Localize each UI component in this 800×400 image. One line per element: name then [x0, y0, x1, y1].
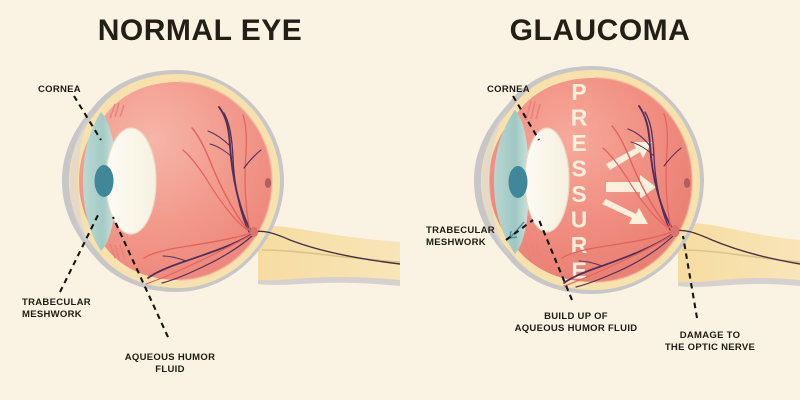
pressure-arrow-down-right [602, 199, 648, 224]
pupil [94, 165, 114, 197]
panel-glaucoma: GLAUCOMA [400, 0, 800, 400]
lens [524, 127, 570, 233]
optic-nerve [258, 225, 400, 286]
pupil [508, 166, 528, 198]
leader-aqueous-humor-fluid [538, 219, 573, 301]
leader-lines [59, 95, 169, 338]
optic-nerve [678, 223, 800, 287]
label-damage-to-optic-nerve: DAMAGE TO THE OPTIC NERVE [664, 330, 756, 353]
label-build-up-aqueous-humor-fluid: BUILD UP OF AQUEOUS HUMOR FLUID [514, 311, 638, 334]
label-cornea-glaucoma: CORNEA [487, 84, 530, 95]
leader-aqueous-humor-fluid [112, 216, 169, 338]
panel-title-glaucoma: GLAUCOMA [509, 14, 691, 47]
pressure-arrow-right [606, 175, 656, 199]
label-aqueous-humor-fluid-normal: AQUEOUS HUMOR FLUID [124, 352, 216, 375]
retinal-vessels-upper [182, 106, 262, 233]
retina-vitreous [489, 77, 694, 283]
optic-disc-damaged [670, 225, 800, 265]
leader-cornea [512, 95, 540, 141]
label-trabecular-meshwork-glaucoma: TRABECULAR MESHWORK [426, 225, 495, 248]
ciliary-body [525, 100, 541, 263]
retinal-vessels-lower [143, 232, 253, 285]
retinal-vessels-lower [561, 231, 674, 288]
leader-lines [505, 95, 699, 319]
label-cornea-normal: CORNEA [38, 84, 81, 95]
retinal-vessels-upper [602, 105, 682, 231]
normal-eye-illustration [59, 70, 400, 338]
leader-optic-nerve-damage [681, 235, 699, 319]
optic-disc [250, 227, 400, 265]
ciliary-body [109, 102, 125, 260]
panel-normal-eye: NORMAL EYE [22, 14, 400, 375]
leader-trabecular-meshwork [59, 214, 99, 293]
label-trabecular-meshwork-normal: TRABECULAR MESHWORK [22, 297, 91, 320]
leader-cornea [73, 95, 102, 141]
panel-title-normal: NORMAL EYE [97, 14, 303, 47]
